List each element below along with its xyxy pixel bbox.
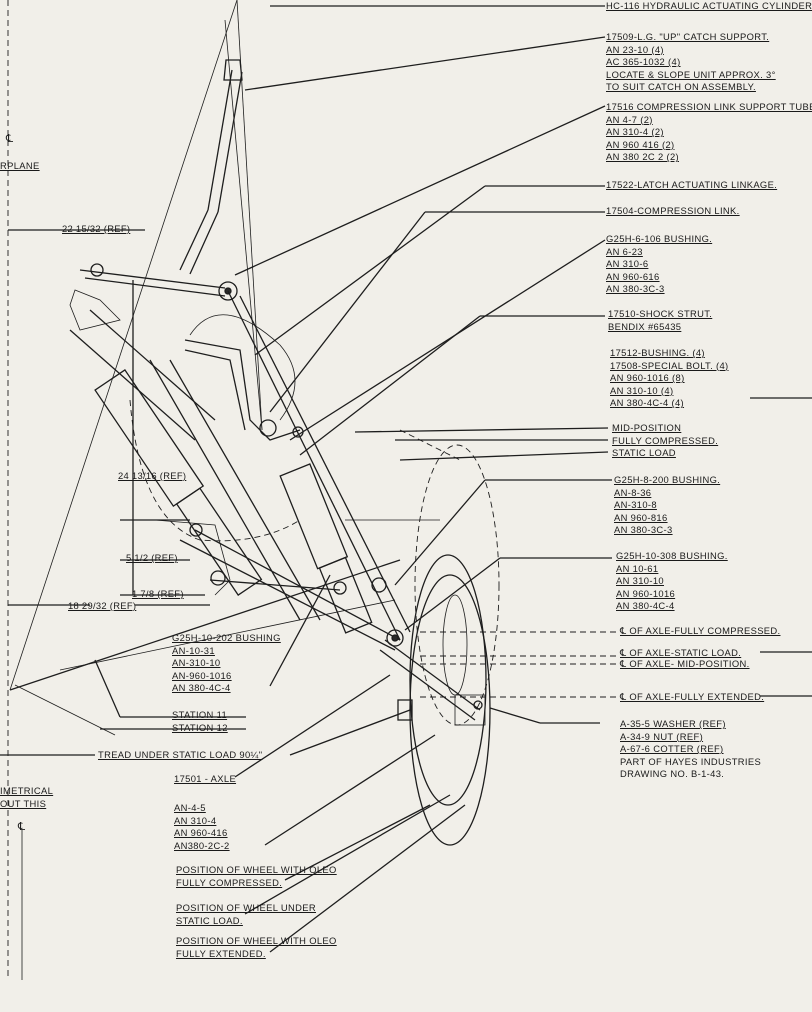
callout-17516: 17516 COMPRESSION LINK SUPPORT TUBE AN 4… — [606, 101, 812, 163]
callout-axle-fully-extended: ℄ OF AXLE-FULLY EXTENDED. — [620, 691, 765, 702]
callout-airplane: RPLANE — [0, 160, 40, 171]
callout-17510: 17510-SHOCK STRUT. BENDIX #65435 — [608, 308, 713, 332]
centerline-marker-2: ℄ — [17, 821, 25, 833]
centerline-marker-1: ℄ — [5, 133, 13, 145]
callout-17522: 17522-LATCH ACTUATING LINKAGE. — [606, 179, 778, 190]
callout-axle-mid-position: ℄ OF AXLE- MID-POSITION. — [620, 658, 750, 669]
callout-wheel-compressed: POSITION OF WHEEL WITH OLEO FULLY COMPRE… — [176, 864, 337, 888]
callout-axle-static-load: ℄ OF AXLE-STATIC LOAD. — [620, 647, 742, 658]
dimension-lines — [8, 229, 210, 606]
callout-g25h-8-200: G25H-8-200 BUSHING. AN-8-36 AN-310-8 AN … — [614, 474, 721, 536]
callout-tread: TREAD UNDER STATIC LOAD 90¼" — [98, 749, 263, 760]
callout-hc116: HC-116 HYDRAULIC ACTUATING CYLINDER. — [606, 0, 812, 11]
callout-g25h-10-308: G25H-10-308 BUSHING. AN 10-61 AN 310-10 … — [616, 550, 728, 612]
callout-positions: MID-POSITION FULLY COMPRESSED. STATIC LO… — [612, 422, 719, 459]
wheel-fully-compressed — [414, 444, 500, 726]
shock-strut — [94, 359, 373, 634]
leader-lines — [0, 5, 812, 953]
callout-stations: STATION 11 STATION 12 — [172, 709, 228, 733]
callout-wheel-extended: POSITION OF WHEEL WITH OLEO FULLY EXTEND… — [176, 935, 337, 959]
dimension-18-29-32: 18 29/32 (REF) — [68, 600, 137, 611]
callout-17512: 17512-BUSHING. (4) 17508-SPECIAL BOLT. (… — [610, 347, 729, 409]
dimension-1-7-8: 1 7/8 (REF) — [132, 588, 184, 599]
wheel-static-load — [409, 554, 487, 806]
catch-support — [69, 263, 226, 441]
axle-assembly — [379, 639, 486, 726]
callout-17501-axle: 17501 - AXLE — [174, 773, 237, 784]
dimension-5-1-2: 5 1/2 (REF) — [126, 552, 178, 563]
callout-17509: 17509-L.G. "UP" CATCH SUPPORT. AN 23-10 … — [606, 31, 776, 93]
dimension-22-15-32: 22 15/32 (REF) — [62, 223, 131, 234]
callout-an-4-5: AN-4-5 AN 310-4 AN 960-416 AN380-2C-2 — [174, 802, 230, 851]
hydraulic-actuating-cylinder — [179, 59, 243, 275]
callout-g25h-6-106: G25H-6-106 BUSHING. AN 6-23 AN 310-6 AN … — [606, 233, 713, 295]
callout-symmetrical: IMETRICAL OUT THIS — [0, 785, 54, 809]
callout-hayes-parts: A-35-5 WASHER (REF) A-34-9 NUT (REF) A-6… — [620, 718, 762, 780]
compression-link-support-tube — [218, 281, 411, 641]
dimension-24-13-16: 24 13/16 (REF) — [118, 470, 187, 481]
callout-g25h-10-202: G25H-10-202 BUSHING AN-10-31 AN-310-10 A… — [172, 632, 281, 694]
callout-axle-fully-compressed: ℄ OF AXLE-FULLY COMPRESSED. — [620, 625, 781, 636]
callout-wheel-static: POSITION OF WHEEL UNDER STATIC LOAD. — [176, 902, 317, 926]
lower-wing-line — [9, 559, 401, 691]
callout-17504: 17504-COMPRESSION LINK. — [606, 205, 740, 216]
